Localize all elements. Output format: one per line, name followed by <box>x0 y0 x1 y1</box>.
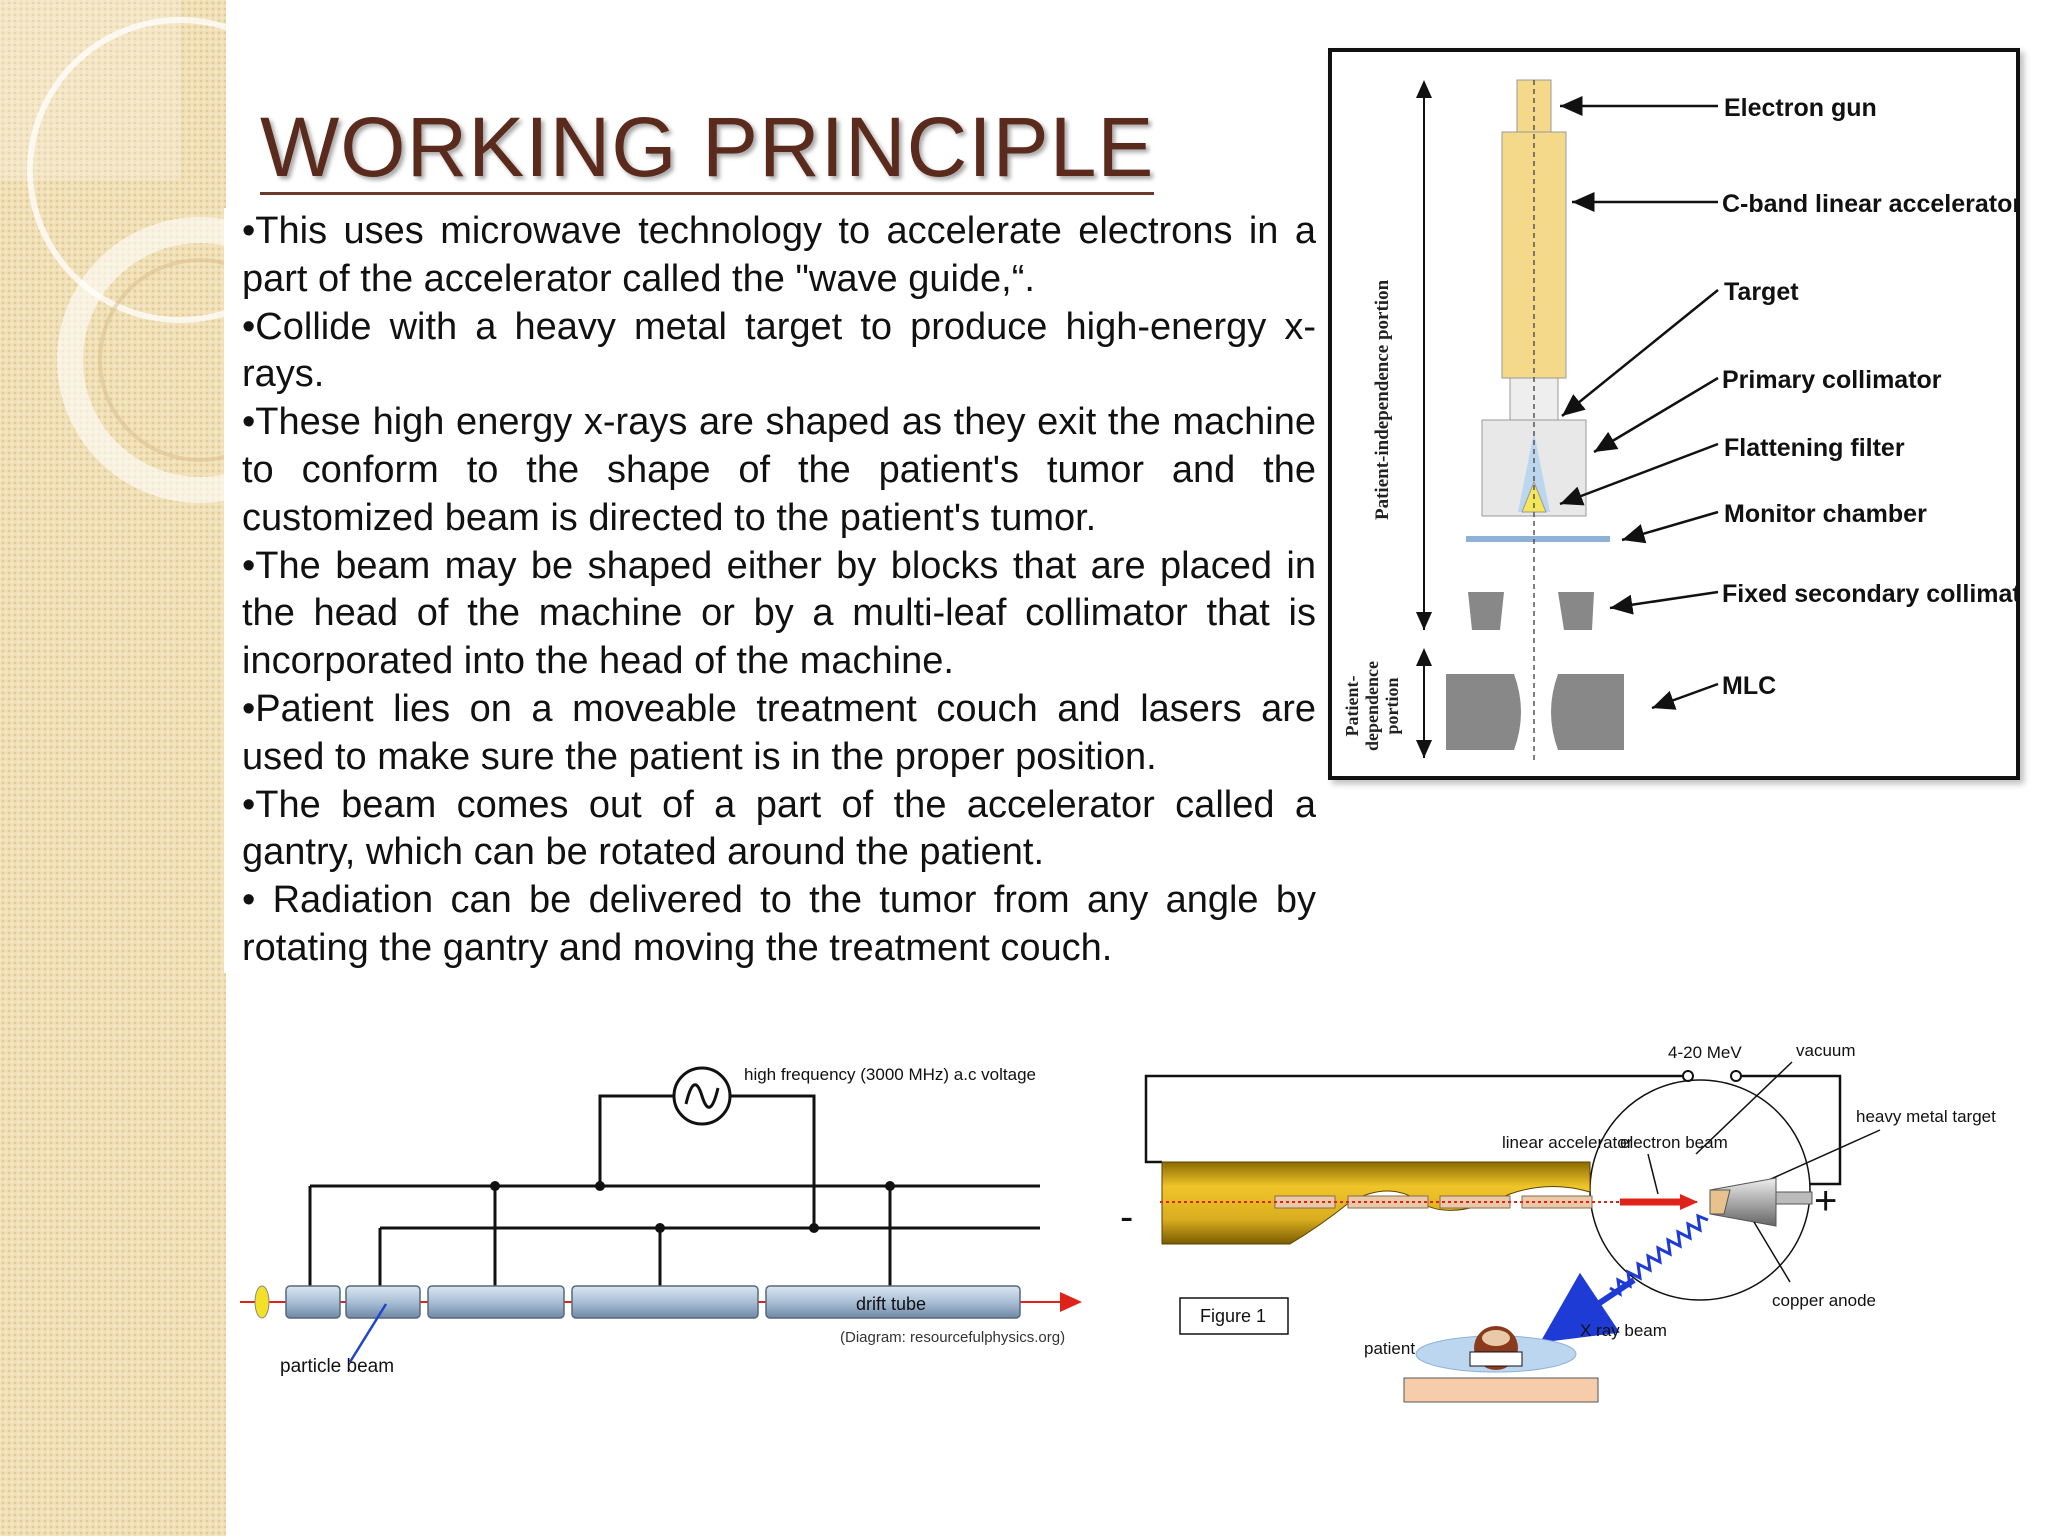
xray-beam-arrow <box>1540 1272 1636 1343</box>
label-linac: C-band linear accelerator <box>1722 190 2016 218</box>
bullet-item: •The beam may be shaped either by blocks… <box>242 544 1316 683</box>
treatment-head-diagram: Patient-independence portion Patient- de… <box>1328 48 2046 780</box>
bullet-list: •This uses microwave technology to accel… <box>224 208 1316 973</box>
xray-production-diagram: 4-20 MeV vacuum heavy metal target linea… <box>1120 1041 1996 1403</box>
bullet-item: •The beam comes out of a part of the acc… <box>242 783 1316 874</box>
label-monitor-chamber: Monitor chamber <box>1724 500 1927 528</box>
energy-label: 4-20 MeV <box>1668 1043 1742 1062</box>
drift-tube-diagram: high frequency (3000 MHz) a.c voltage dr… <box>240 1065 1082 1377</box>
slide-title: WORKING PRINCIPLE <box>260 100 1155 195</box>
heavy-metal-target-label: heavy metal target <box>1856 1107 1996 1126</box>
drift-tube-label: drift tube <box>856 1294 926 1314</box>
figure-label: Figure 1 <box>1200 1306 1266 1326</box>
side-label-dependent: dependence <box>1362 661 1382 751</box>
side-label-independent: Patient-independence portion <box>1372 279 1393 520</box>
figure-label-box <box>1179 1297 1289 1335</box>
diagram-credit: (Diagram: resourcefulphysics.org) <box>840 1329 1065 1346</box>
plus-terminal: + <box>1814 1179 1837 1223</box>
label-mlc: MLC <box>1722 672 1776 700</box>
electron-gun-shape <box>1516 79 1552 133</box>
vacuum-chamber <box>1589 1079 1811 1301</box>
label-primary-collimator: Primary collimator <box>1722 366 1942 394</box>
label-electron-gun: Electron gun <box>1724 94 1877 122</box>
particle-beam-label: particle beam <box>280 1356 394 1377</box>
drift-tube <box>345 1285 421 1319</box>
side-label-dependent: portion <box>1382 677 1402 734</box>
xray-beam-label: X ray beam <box>1580 1321 1667 1340</box>
drift-tube <box>427 1285 565 1319</box>
fixed-collimator-right <box>1558 592 1594 630</box>
bullet-item: • Radiation can be delivered to the tumo… <box>242 879 1316 969</box>
fixed-collimator-left <box>1468 592 1504 630</box>
heavy-metal-target-shape <box>1709 1189 1731 1215</box>
treatment-couch <box>1403 1377 1599 1403</box>
drift-tube <box>765 1285 1021 1319</box>
bullet-item: •Patient lies on a moveable treatment co… <box>242 687 1316 778</box>
linear-accelerator-label: linear accelerator <box>1502 1133 1633 1152</box>
copper-anode-label: copper anode <box>1772 1291 1876 1310</box>
monitor-chamber-shape <box>1466 536 1610 542</box>
drift-tube <box>285 1285 341 1319</box>
vacuum-label: vacuum <box>1796 1041 1856 1060</box>
drift-tube <box>571 1285 759 1319</box>
side-label-dependent: Patient- <box>1342 676 1362 737</box>
particle-source <box>254 1285 270 1319</box>
patient-label: patient <box>1364 1339 1415 1358</box>
bullet-item: •This uses microwave technology to accel… <box>242 210 1316 300</box>
minus-terminal: - <box>1120 1195 1133 1239</box>
xray-wave <box>1609 1213 1709 1297</box>
bullet-item: •Collide with a heavy metal target to pr… <box>242 305 1316 396</box>
decorative-rings <box>0 0 280 503</box>
label-flattening-filter: Flattening filter <box>1724 434 1905 462</box>
label-target: Target <box>1724 278 1799 306</box>
voltage-label: high frequency (3000 MHz) a.c voltage <box>744 1065 1036 1084</box>
mlc-right <box>1551 674 1624 750</box>
label-fixed-collimator: Fixed secondary collimator <box>1722 580 2016 608</box>
mlc-left <box>1446 674 1521 750</box>
electron-beam-label: electron beam <box>1620 1133 1728 1152</box>
bullet-item: •These high energy x-rays are shaped as … <box>242 401 1316 539</box>
